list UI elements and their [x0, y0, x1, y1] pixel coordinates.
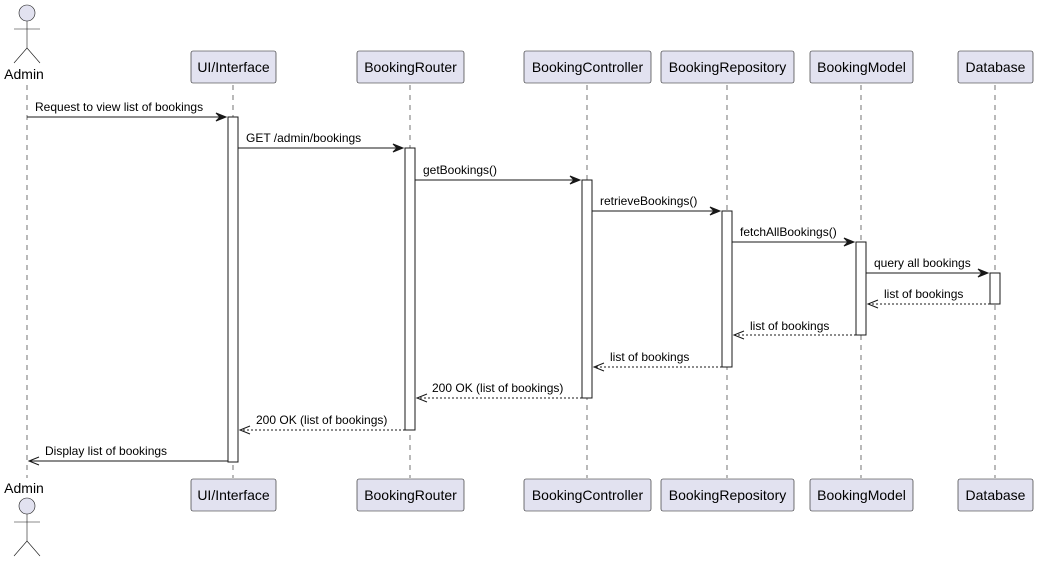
arrow-left-open-icon [27, 456, 40, 466]
activations [227, 116, 1001, 463]
message-display-list: Display list of bookings [27, 444, 228, 466]
message-label: getBookings() [423, 163, 497, 177]
participant-repository-bottom: BookingRepository [660, 478, 795, 512]
participant-ui-top: UI/Interface [190, 50, 277, 84]
message-label: Display list of bookings [45, 444, 167, 458]
activation-router [404, 147, 416, 431]
message-label: 200 OK (list of bookings) [256, 413, 387, 427]
participant-db-top: Database [957, 50, 1034, 84]
participant-model-bottom: BookingModel [809, 478, 914, 512]
participant-label: UI/Interface [197, 487, 270, 503]
actor-admin-top: Admin [4, 4, 44, 82]
activation-ui [227, 116, 239, 463]
activation-repository [721, 210, 733, 368]
activation-model [855, 241, 867, 336]
participant-controller-bottom: BookingController [523, 478, 652, 512]
arrow-left-open-icon [866, 299, 879, 309]
message-fetch-all-bookings: fetchAllBookings() [732, 225, 856, 247]
message-label: retrieveBookings() [600, 194, 697, 208]
participant-router-bottom: BookingRouter [356, 478, 465, 512]
actor-label-bottom: Admin [4, 480, 44, 496]
actor-label-top: Admin [4, 66, 44, 82]
message-label: 200 OK (list of bookings) [432, 381, 563, 395]
participants-top: UI/Interface BookingRouter BookingContro… [190, 50, 1034, 84]
arrow-left-open-icon [732, 330, 745, 340]
arrow-right-icon [709, 206, 722, 216]
activation-controller [581, 179, 593, 399]
arrow-right-icon [569, 175, 582, 185]
message-return-controller-router: 200 OK (list of bookings) [415, 381, 582, 403]
message-label: fetchAllBookings() [740, 225, 837, 239]
participant-label: BookingController [532, 59, 644, 75]
message-return-db-model: list of bookings [866, 287, 990, 309]
message-label: Request to view list of bookings [35, 100, 203, 114]
participant-label: BookingModel [817, 487, 906, 503]
participant-router-top: BookingRouter [356, 50, 465, 84]
participant-ui-bottom: UI/Interface [190, 478, 277, 512]
participant-label: BookingRouter [364, 59, 457, 75]
message-label: GET /admin/bookings [246, 131, 361, 145]
participant-label: Database [966, 59, 1026, 75]
lifelines [26, 85, 996, 478]
message-return-model-repository: list of bookings [732, 319, 856, 340]
message-get-admin-bookings: GET /admin/bookings [238, 131, 405, 153]
arrow-right-icon [977, 268, 990, 278]
participant-label: Database [966, 487, 1026, 503]
participant-db-bottom: Database [957, 478, 1034, 512]
message-label: list of bookings [610, 350, 689, 364]
participant-label: BookingModel [817, 59, 906, 75]
message-label: list of bookings [884, 287, 963, 301]
arrow-left-open-icon [415, 393, 428, 403]
message-retrieve-bookings: retrieveBookings() [592, 194, 722, 216]
messages: Request to view list of bookings GET /ad… [27, 100, 990, 466]
participant-controller-top: BookingController [523, 50, 652, 84]
arrow-left-open-icon [592, 362, 605, 372]
message-query-all-bookings: query all bookings [866, 256, 990, 278]
actor-icon [13, 497, 41, 557]
participant-model-top: BookingModel [809, 50, 914, 84]
participant-label: BookingRouter [364, 487, 457, 503]
arrow-right-icon [215, 112, 228, 122]
message-request-view: Request to view list of bookings [27, 100, 228, 122]
activation-db [989, 272, 1001, 305]
message-return-repository-controller: list of bookings [592, 350, 722, 372]
participant-label: UI/Interface [197, 59, 270, 75]
participant-repository-top: BookingRepository [660, 50, 795, 84]
participant-label: BookingRepository [669, 59, 787, 75]
participants-bottom: UI/Interface BookingRouter BookingContro… [190, 478, 1034, 512]
arrow-right-icon [392, 143, 405, 153]
participant-label: BookingController [532, 487, 644, 503]
arrow-left-open-icon [238, 425, 251, 435]
participant-label: BookingRepository [669, 487, 787, 503]
actor-icon [13, 4, 41, 64]
message-label: query all bookings [874, 256, 971, 270]
message-label: list of bookings [750, 319, 829, 333]
message-get-bookings: getBookings() [415, 163, 582, 185]
actor-admin-bottom: Admin [4, 480, 44, 557]
arrow-right-icon [843, 237, 856, 247]
message-return-router-ui: 200 OK (list of bookings) [238, 413, 405, 435]
